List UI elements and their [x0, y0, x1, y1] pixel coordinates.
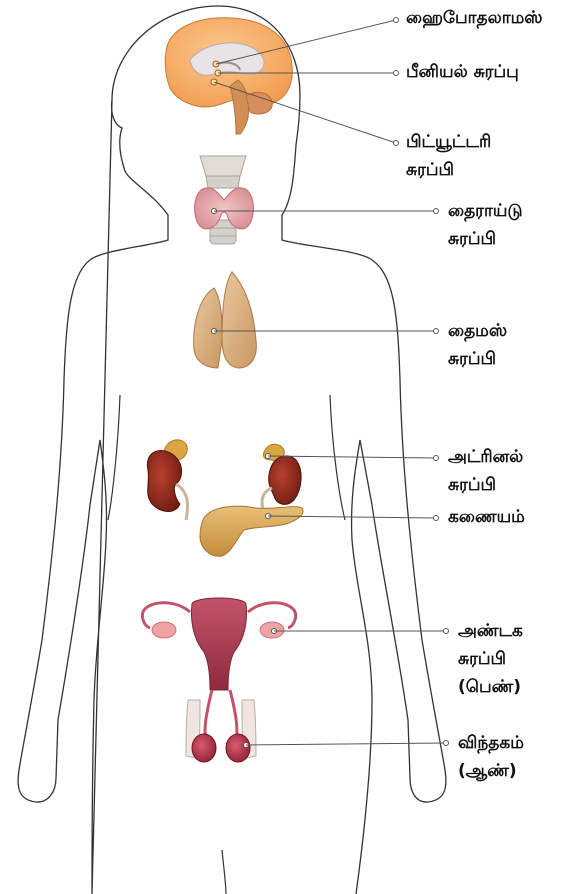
right-arm-inner [330, 395, 345, 520]
ovary-end-dot [444, 629, 449, 634]
thymus-text-line1: தைமஸ் [448, 317, 507, 345]
adrenal-label: அட்ரினல் சுரப்பி [448, 443, 523, 499]
pituitary-text-line1: பிட்யூட்டரி [406, 128, 491, 156]
ovary-text-line3: (பெண்) [458, 673, 523, 701]
pancreas-end-dot [434, 516, 439, 521]
thyroid-label: தைராய்டு சுரப்பி [448, 197, 523, 253]
hypothalamus-text: ஹைபோதலாமஸ் [406, 4, 543, 32]
female-reproductive [142, 598, 295, 690]
testis-text-line1: விந்தகம் [458, 729, 524, 757]
pituitary-label: பிட்யூட்டரி சுரப்பி [406, 128, 491, 184]
pituitary-text-line2: சுரப்பி [406, 156, 491, 184]
testis-leader [246, 743, 446, 745]
hypothalamus-label: ஹைபோதலாமஸ் [406, 4, 543, 32]
testis-label: விந்தகம் (ஆண்) [458, 729, 524, 785]
pineal-end-dot [394, 71, 399, 76]
brain [165, 18, 292, 134]
pineal-text: பீனியல் சுரப்பு [406, 58, 519, 86]
ovary-text-line1: அண்டக [458, 617, 523, 645]
hypothalamus-end-dot [394, 18, 399, 23]
male-reproductive [186, 690, 256, 762]
right-kidney [269, 456, 301, 504]
thyroid-gland [195, 156, 254, 244]
pancreas-text: கணையம் [448, 503, 525, 531]
pineal-label: பீனியல் சுரப்பு [406, 58, 519, 86]
pituitary-end-dot [394, 141, 399, 146]
thymus-text-line2: சுரப்பி [448, 345, 507, 373]
thyroid-text-line1: தைராய்டு [448, 197, 523, 225]
pancreas-label: கணையம் [448, 503, 525, 531]
testis-text-line2: (ஆண்) [458, 757, 524, 785]
adrenal-text-line1: அட்ரினல் [448, 443, 523, 471]
ovary-label: அண்டக சுரப்பி (பெண்) [458, 617, 523, 701]
ovary-text-line2: சுரப்பி [458, 645, 523, 673]
body-outline [18, 6, 446, 894]
thyroid-end-dot [434, 209, 439, 214]
adrenal-text-line2: சுரப்பி [448, 471, 523, 499]
adrenal-end-dot [434, 456, 439, 461]
leg-split [222, 850, 226, 894]
pancreas-organ [200, 506, 303, 556]
left-arm-inner [108, 395, 120, 520]
thymus-end-dot [434, 329, 439, 334]
thyroid-text-line2: சுரப்பி [448, 225, 523, 253]
thymus-label: தைமஸ் சுரப்பி [448, 317, 507, 373]
left-kidney [147, 451, 181, 512]
testis-end-dot [444, 741, 449, 746]
thymus-gland [194, 272, 257, 368]
